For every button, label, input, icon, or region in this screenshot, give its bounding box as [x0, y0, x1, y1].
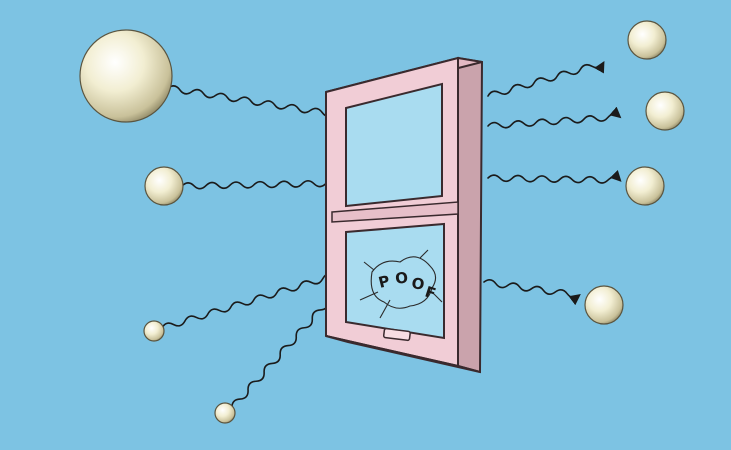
medium-ball-left	[145, 167, 183, 205]
large-ball	[80, 30, 172, 122]
small-ball-left-lower	[144, 321, 164, 341]
ball-right-third	[626, 167, 664, 205]
window-side	[458, 58, 482, 372]
ball-right-bottom	[585, 286, 623, 324]
poof-letter-3: O	[410, 274, 425, 294]
small-ball-bottom	[215, 403, 235, 423]
poof-letter-2: O	[394, 268, 409, 288]
ball-right-top	[628, 21, 666, 59]
window-frame	[326, 58, 482, 372]
ball-right-second	[646, 92, 684, 130]
